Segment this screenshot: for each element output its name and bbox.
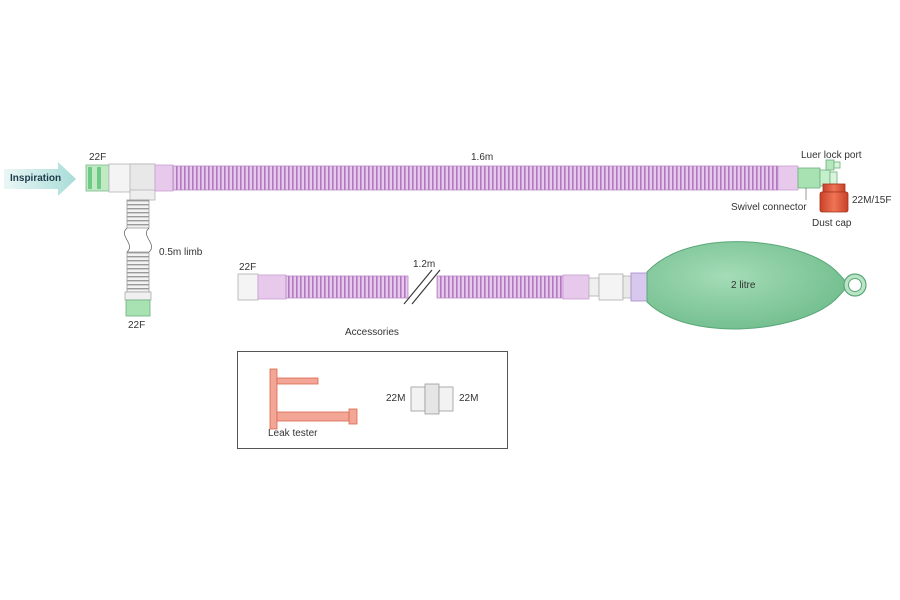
cap-size-label: 22M/15F: [852, 195, 892, 206]
size-22f-top-label: 22F: [89, 152, 107, 163]
break-mark: [403, 269, 441, 305]
luer-lock-port: [825, 159, 841, 171]
limb-tube: [124, 199, 152, 317]
straight-connector: [410, 383, 454, 415]
limb-length-label: 0.5m limb: [159, 247, 203, 258]
main-tube: [154, 164, 799, 192]
connector-right-size-label: 22M: [459, 393, 479, 404]
accessories-label: Accessories: [345, 327, 399, 338]
swivel-connector-label: Swivel connector: [731, 202, 807, 213]
leak-tester-label: Leak tester: [268, 428, 318, 439]
reservoir-bag: [646, 241, 867, 330]
main-tube-length-label: 1.6m: [471, 152, 494, 163]
leak-tester: [269, 368, 358, 430]
bag-volume-label: 2 litre: [731, 280, 756, 291]
connector-left-size-label: 22M: [386, 393, 406, 404]
size-22f-bag-label: 22F: [239, 262, 257, 273]
accessories-box: [237, 351, 508, 449]
inspiration-label: Inspiration: [10, 173, 62, 184]
y-connector: [85, 163, 156, 201]
bag-connector: [588, 272, 648, 302]
bag-tube-length-label: 1.2m: [413, 259, 436, 270]
luer-lock-port-label: Luer lock port: [801, 150, 862, 161]
dust-cap-label: Dust cap: [812, 218, 852, 229]
bag-tube: [237, 273, 590, 301]
size-22f-limb-label: 22F: [128, 320, 146, 331]
inspiration-arrow: [4, 162, 76, 196]
dust-cap: [819, 183, 849, 213]
